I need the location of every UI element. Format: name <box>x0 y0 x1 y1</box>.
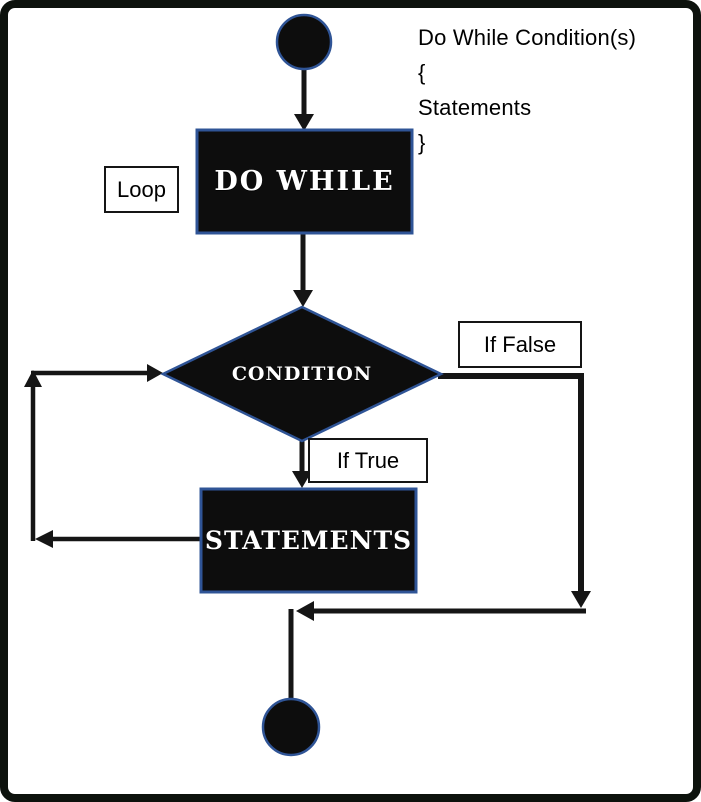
condition-decision-node <box>160 305 444 443</box>
code-line-3: Statements <box>418 95 532 120</box>
arrowhead-down-condition-icon <box>293 290 313 307</box>
loop-label-box: Loop <box>104 166 179 213</box>
do-while-node-label: DO WHILE <box>214 166 395 197</box>
code-line-2: { <box>418 60 426 85</box>
arrowhead-down-dowhile-icon <box>294 114 314 131</box>
arrowhead-up-loop-icon <box>24 370 42 387</box>
do-while-process-node <box>195 128 414 235</box>
end-terminator-node <box>261 697 321 757</box>
if-false-label: If False <box>483 331 557 357</box>
arrowhead-down-iffalse-icon <box>571 591 591 608</box>
if-true-label: If True <box>336 447 400 473</box>
statements-node-label: STATEMENTS <box>204 526 413 555</box>
code-line-4: } <box>418 130 426 155</box>
start-terminator-node <box>275 13 333 71</box>
arrowhead-right-loop-icon <box>147 364 163 382</box>
code-comment: Do While Condition(s) { Statements } <box>418 20 688 160</box>
loop-label: Loop <box>117 176 166 202</box>
condition-node-label: CONDITION <box>231 363 373 385</box>
arrowhead-left-loop-icon <box>35 530 53 548</box>
arrowhead-left-bottom-icon <box>296 601 314 621</box>
statements-process-node <box>199 487 418 594</box>
if-false-label-box: If False <box>458 321 582 368</box>
code-line-1: Do While Condition(s) <box>418 25 637 50</box>
arrowhead-down-statements-icon <box>292 471 312 488</box>
if-true-label-box: If True <box>308 438 428 483</box>
